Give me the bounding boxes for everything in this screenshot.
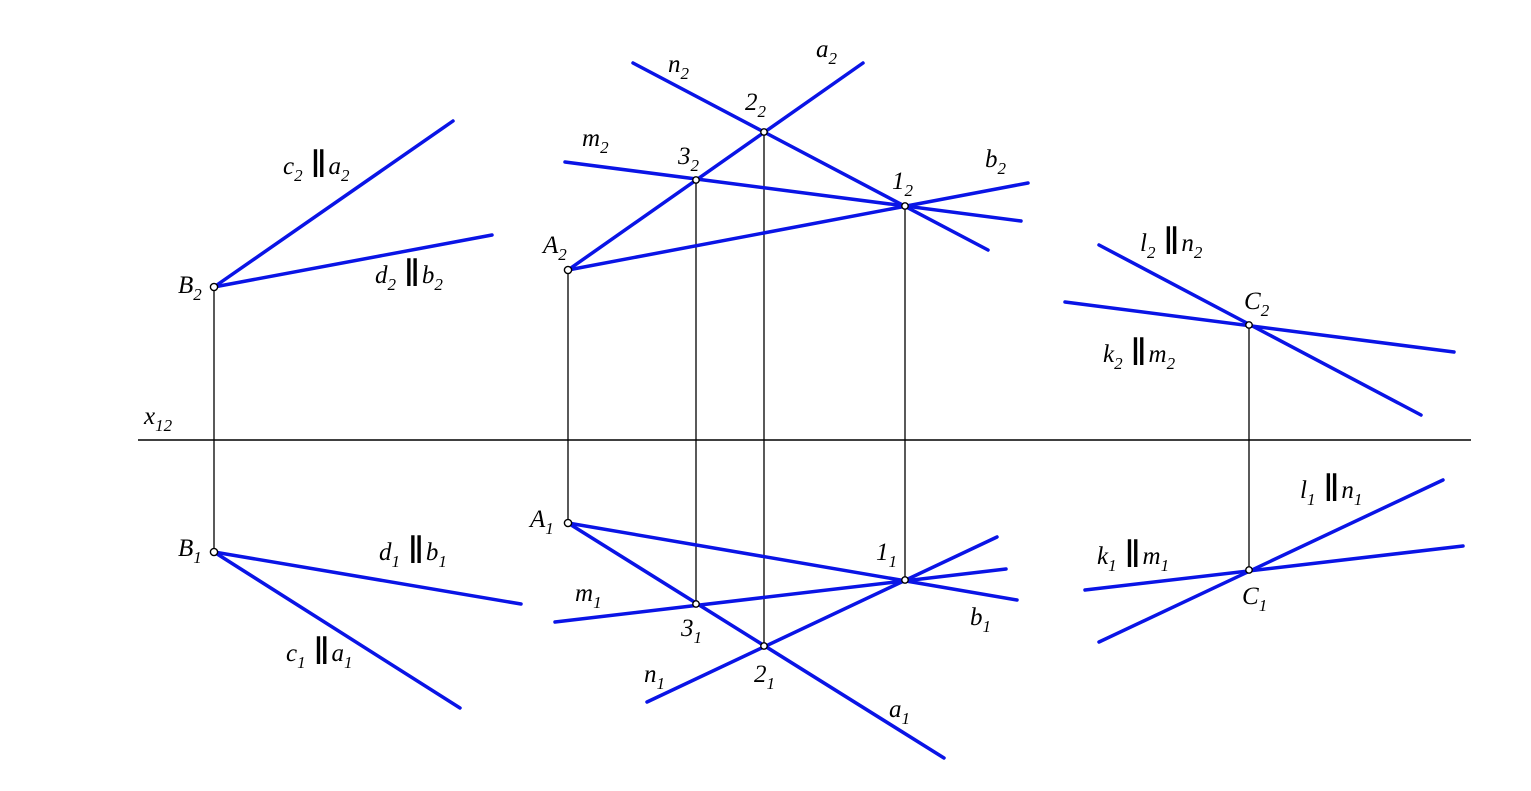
line-k1: [1083, 544, 1465, 592]
point-a2: [563, 265, 573, 275]
line-n2: [631, 61, 990, 252]
point-a1: [563, 518, 573, 528]
label-point-3-2: 32: [677, 143, 700, 175]
label-point-1-2: 12: [892, 168, 914, 200]
point-2-2: [760, 128, 768, 136]
label-n2: n2: [668, 51, 690, 83]
point-b2: [209, 282, 219, 292]
line-a2: [566, 61, 865, 272]
points: [209, 128, 1253, 650]
point-b1: [209, 547, 219, 557]
label-a2: A2: [541, 232, 567, 264]
point-labels: B2 B1 A2 A1 32 31 22 21 12 11 C2 C1: [178, 89, 1270, 693]
line-c1: [212, 550, 462, 710]
label-l2-parallel-n2: l2∥n2: [1140, 224, 1203, 262]
label-l1-parallel-n1: l1∥n1: [1300, 471, 1362, 509]
point-3-2: [692, 176, 700, 184]
parallel-labels: c2∥a2 d2∥b2 d1∥b1 c1∥a1 l2∥n2 k2∥m2 l1∥n…: [283, 147, 1362, 672]
label-n1: n1: [644, 661, 665, 693]
label-point-3-1: 31: [680, 615, 702, 647]
axis-label: x12: [143, 403, 173, 435]
point-1-1: [901, 576, 909, 584]
label-m1: m1: [575, 580, 602, 612]
label-point-2-1: 21: [754, 661, 775, 693]
linking-lines: [213, 132, 1250, 646]
label-c2: C2: [1244, 288, 1270, 320]
label-b2: b2: [985, 146, 1007, 178]
label-b1: B1: [178, 535, 202, 567]
line-d2: [212, 233, 494, 289]
label-point-2-2: 22: [745, 89, 767, 121]
point-c1: [1245, 566, 1253, 574]
point-c2: [1245, 321, 1253, 329]
line-d1: [212, 550, 523, 606]
label-c1: C1: [1242, 583, 1267, 615]
line-a1: [566, 521, 946, 760]
line-l1: [1097, 478, 1445, 644]
line-m2: [563, 160, 1023, 223]
label-a1-line: a1: [889, 696, 910, 728]
line-b2: [566, 181, 1030, 272]
lines-through-b: [212, 119, 523, 710]
line-l2: [1097, 243, 1423, 417]
label-point-1-1: 11: [876, 539, 897, 571]
lines-through-a: [553, 61, 1030, 760]
label-c2-parallel-a2: c2∥a2: [283, 147, 350, 185]
label-b1: b1: [970, 604, 991, 636]
line-labels: n2 a2 m2 b2 m1 b1 n1 a1: [575, 36, 1007, 728]
label-k1-parallel-m1: k1∥m1: [1097, 537, 1169, 575]
line-n1: [645, 535, 999, 704]
line-c2: [212, 119, 455, 289]
line-b1: [566, 521, 1019, 602]
point-3-1: [692, 600, 700, 608]
label-d2-parallel-b2: d2∥b2: [375, 256, 443, 294]
line-m1: [553, 567, 1008, 624]
label-a1: A1: [528, 506, 554, 538]
label-m2: m2: [582, 125, 609, 157]
label-b2: B2: [178, 272, 202, 304]
label-k2-parallel-m2: k2∥m2: [1103, 335, 1176, 373]
label-d1-parallel-b1: d1∥b1: [379, 533, 447, 571]
line-k2: [1063, 300, 1456, 354]
lines-through-c: [1063, 243, 1465, 644]
point-1-2: [901, 202, 909, 210]
point-2-1: [760, 642, 768, 650]
label-a2-line: a2: [816, 36, 838, 68]
label-c1-parallel-a1: c1∥a1: [286, 634, 353, 672]
